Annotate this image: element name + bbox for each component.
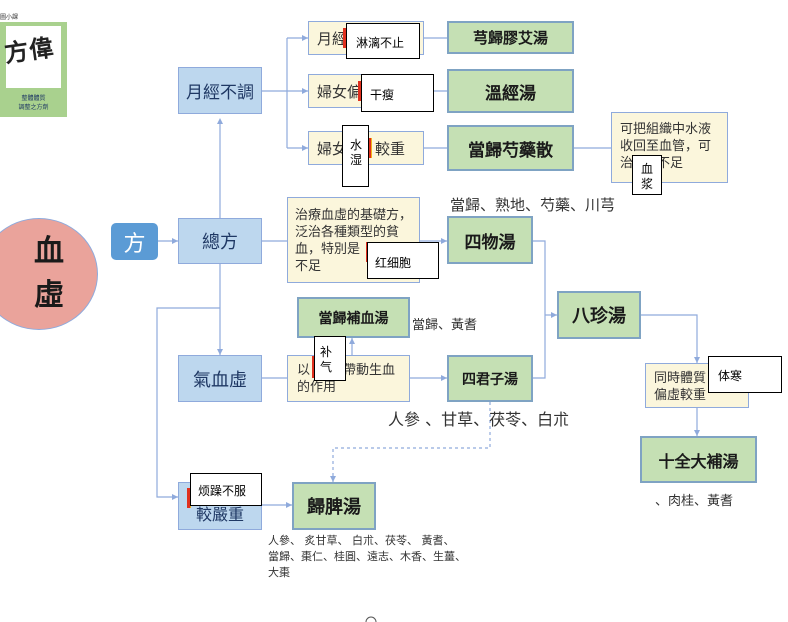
note-fanzao-text: 烦躁不服 [198, 484, 247, 498]
formula-sijunzi: 四君子湯 [447, 355, 533, 402]
note-fanzao: 烦躁不服 [190, 473, 262, 506]
highlight-marker [368, 138, 371, 158]
herbs-siwu: 當歸、熟地、芍藥、川芎 [450, 196, 616, 214]
root-label: 血 虛 [34, 234, 64, 313]
desc-qixuexu-text-1: 以 [297, 363, 311, 378]
root-circle: 血 虛 [0, 218, 98, 330]
note-ganshou-text: 干瘦 [370, 88, 395, 102]
formula-sijunzi-label: 四君子湯 [462, 371, 518, 388]
formula-xiongguijiaoai-label: 芎歸膠艾湯 [472, 29, 548, 47]
node-qixuexu-label: 氣血虛 [193, 369, 247, 391]
formula-shiquan: 十全大補湯 [640, 436, 757, 483]
desc-qixuexu-text-2: 方帶動生血 [330, 363, 396, 378]
fang-box: 方 [111, 223, 158, 260]
formula-dangguibuxue: 當歸補血湯 [297, 297, 410, 338]
node-qixuexu: 氣血虛 [178, 355, 262, 402]
note-xuejiang-text: 血 浆 [641, 162, 654, 191]
note-tihan-text: 体寒 [718, 369, 743, 383]
highlight-marker [312, 356, 315, 378]
note-hongxibao: 红细胞 [367, 242, 439, 279]
desc-zongfang-tail: 不足 [295, 259, 322, 274]
desc-shuiye-text-1: 可把組織中水液 [620, 122, 712, 137]
logo-subtitle-2: 調整之方劑 [18, 104, 49, 111]
note-xuejiang: 血 浆 [632, 155, 662, 195]
highlight-marker [187, 488, 190, 508]
note-buqi: 补 气 [314, 336, 346, 381]
desc-shuiye: 可把組織中水液 收回至血管，可 治 不足 [611, 112, 728, 183]
note-ganshou: 干瘦 [361, 74, 434, 112]
note-linli-text: 淋漓不止 [356, 36, 405, 50]
desc-shuiye-text-4: 不足 [657, 156, 684, 171]
herbs-sijunzi: 人參 、甘草、茯苓、白朮 [388, 410, 570, 429]
formula-siwu-label: 四物湯 [464, 232, 516, 253]
fang-label: 方 [123, 231, 146, 257]
desc-tiwei-text-1: 同時體質 [654, 371, 707, 386]
node-zongfang-label: 總方 [202, 232, 238, 253]
note-hongxibao-text: 红细胞 [375, 256, 412, 270]
formula-guipi: 歸脾湯 [292, 482, 376, 530]
note-shuishi: 水 湿 [342, 125, 369, 187]
herbs-guipi-line3: 大棗 [268, 566, 290, 579]
cond-yuejing-label: 月經 [317, 30, 348, 48]
desc-qixuexu-text-3: 的作用 [297, 380, 337, 395]
formula-dangguishaoyao: 當歸芍藥散 [447, 125, 574, 171]
herbs-guipi-line1: 人參、 炙甘草、 白朮、茯苓、 黃耆、 [268, 534, 455, 547]
note-buqi-text: 补 气 [320, 345, 333, 374]
herbs-shiquan: 、肉桂、黃耆 [655, 494, 734, 509]
formula-siwu: 四物湯 [447, 216, 533, 264]
node-yuejing-label: 月經不調 [186, 83, 254, 103]
logo-subtitle-1: 整體體質 [21, 95, 46, 102]
herbs-dangguibuxue: 當歸、黃耆 [412, 318, 478, 333]
formula-guipi-label: 歸脾湯 [307, 497, 361, 518]
node-jiaoyanzhong-label: 較嚴重 [195, 505, 244, 524]
desc-zongfang-text: 治療血虛的基礎方，泛治各種類型的貧血，特別是 [295, 208, 413, 257]
note-tihan: 体寒 [708, 356, 782, 393]
desc-tiwei-text-2: 偏虛較重 [654, 388, 707, 403]
formula-bazhen: 八珍湯 [557, 291, 641, 339]
formula-wenjing-label: 溫經湯 [485, 83, 536, 104]
cond-funv-pian-label: 婦女偏 [317, 83, 363, 101]
formula-xiongguijiaoai: 芎歸膠艾湯 [447, 21, 574, 54]
formula-dangguishaoyao-label: 當歸芍藥散 [468, 140, 553, 161]
desc-shuiye-text-3: 治 [620, 156, 634, 171]
desc-qixuexu: 以 方帶動生血 的作用 [287, 355, 410, 402]
highlight-marker [358, 81, 361, 101]
desc-shuiye-text-2: 收回至血管，可 [620, 139, 712, 154]
highlight-marker [343, 28, 346, 48]
note-shuishi-text: 水 湿 [350, 138, 363, 167]
cond-funv-jiao-label: 婦女 [317, 140, 348, 158]
formula-shiquan-label: 十全大補湯 [658, 451, 739, 471]
node-zongfang: 總方 [178, 218, 262, 264]
node-yuejing: 月經不調 [178, 67, 262, 114]
logo: 方偉 整體體質 調整之方劑 [0, 22, 67, 117]
formula-bazhen-label: 八珍湯 [572, 306, 626, 327]
herbs-guipi-line2: 當歸、棗仁、桂圓、遠志、木香、生薑、 [268, 550, 466, 563]
logo-caption: 圖小課 [0, 14, 19, 21]
formula-wenjing: 溫經湯 [447, 69, 574, 113]
formula-dangguibuxue-label: 當歸補血湯 [318, 310, 389, 327]
cond-funv-jiao-label-2: 較重 [375, 140, 406, 158]
note-linli: 淋漓不止 [346, 23, 420, 59]
